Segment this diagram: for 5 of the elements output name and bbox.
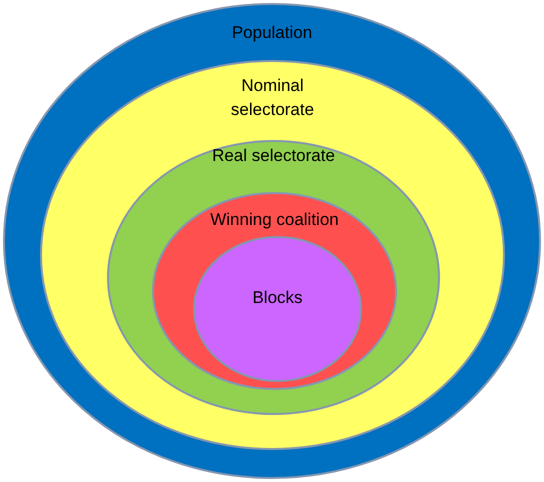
ring-label: Blocks xyxy=(251,287,304,309)
ring-label: Winning coalition xyxy=(209,209,340,231)
ring-label: Population xyxy=(230,22,314,44)
ring-label: Real selectorate xyxy=(211,145,336,167)
ring-label: Nominal selectorate xyxy=(230,75,316,121)
